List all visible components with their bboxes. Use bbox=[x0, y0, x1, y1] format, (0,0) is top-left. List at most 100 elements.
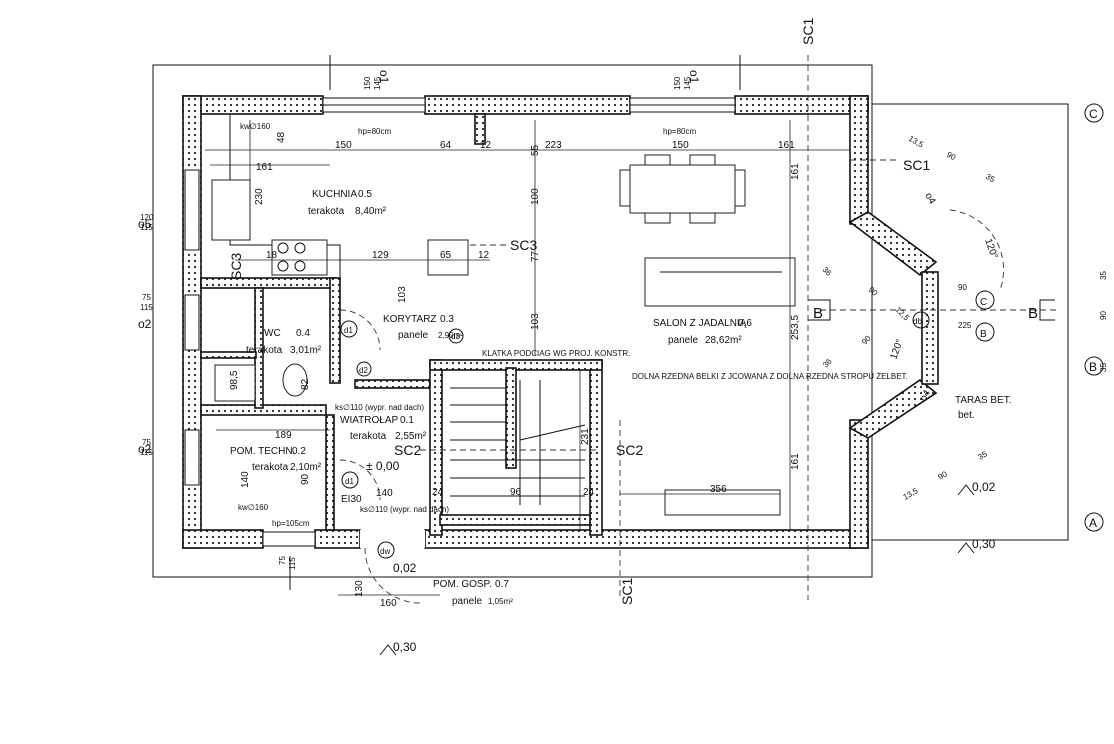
window-hp-b: hp=80cm bbox=[663, 127, 696, 136]
dim-90e: 90 bbox=[867, 285, 880, 298]
note-kw-bottom: kw∅160 bbox=[238, 503, 269, 512]
room-pomtech-finish: terakota bbox=[252, 462, 289, 473]
section-sc2-right: SC2 bbox=[616, 442, 643, 458]
room-kuchnia-area: 8,40m² bbox=[355, 206, 387, 217]
terrace-outline bbox=[872, 103, 1069, 541]
dim-130: 130 bbox=[354, 580, 365, 597]
axis-c-marker bbox=[1084, 103, 1104, 123]
dim-77: 77 bbox=[530, 250, 541, 262]
door-swing-terrace bbox=[949, 209, 1004, 291]
dim-150d: 150 bbox=[673, 76, 682, 90]
section-sc1-right: SC1 bbox=[903, 157, 930, 173]
dim-90a: 90 bbox=[300, 473, 311, 485]
roof-outline bbox=[152, 64, 873, 578]
room-wc-area: 3,01m² bbox=[290, 345, 322, 356]
room-wiatrolap-name: WIATROŁAP bbox=[340, 415, 398, 426]
section-sc3: SC3 bbox=[510, 237, 537, 253]
dim-115d: 115 bbox=[288, 557, 297, 570]
room-wiatrolap-num: 0.1 bbox=[400, 415, 414, 426]
room-pomgosp-area: 1,05m² bbox=[488, 597, 513, 606]
room-wc-name: WC bbox=[264, 328, 281, 339]
chimney bbox=[427, 239, 469, 276]
interior-walls bbox=[200, 113, 603, 536]
section-sc1-bottom: SC1 bbox=[619, 578, 635, 605]
dim-96: 96 bbox=[510, 487, 522, 498]
dim-125: 12,5 bbox=[894, 305, 912, 323]
window-left-o5 bbox=[184, 169, 200, 251]
room-pomgosp-num: 0.7 bbox=[495, 579, 509, 590]
dim-150b: 150 bbox=[672, 140, 689, 151]
axis-b-inner: B bbox=[980, 329, 987, 340]
dim-35c: 35 bbox=[1099, 271, 1108, 280]
room-wc-num: 0.4 bbox=[296, 328, 310, 339]
dim-75a: 75 bbox=[142, 293, 151, 302]
note-stair: KLATKA PODCIAG WG PROJ. KONSTR. bbox=[482, 349, 630, 358]
note-ks2: ks∅110 (wypr. nad dach) bbox=[360, 505, 449, 514]
door-dw-label: dw bbox=[380, 547, 390, 556]
room-wiatrolap-area: 2,55m² bbox=[395, 431, 427, 442]
window-o1-label-b: o1 bbox=[687, 70, 701, 84]
dim-145a: 145 bbox=[373, 76, 382, 90]
dining-table bbox=[629, 164, 736, 214]
section-sc2-left: SC2 bbox=[394, 442, 421, 458]
dim-103a: 103 bbox=[397, 286, 408, 303]
dimension-lines bbox=[205, 120, 850, 596]
dim-356: 356 bbox=[710, 484, 727, 495]
dim-75b: 75 bbox=[142, 438, 151, 447]
room-korytarz-area: 2,90m² bbox=[438, 331, 463, 340]
note-ks1: ks∅110 (wypr. nad dach) bbox=[335, 403, 424, 412]
note-beam: DOLNA RZEDNA BELKI Z JCOWANA Z DOLNA RZE… bbox=[632, 372, 908, 381]
window-bottom bbox=[262, 531, 316, 547]
room-korytarz-num: 0.3 bbox=[440, 314, 454, 325]
dim-225: 225 bbox=[958, 321, 972, 330]
dim-129: 129 bbox=[372, 250, 389, 261]
room-kuchnia-num: 0.5 bbox=[358, 189, 372, 200]
level-terrace-ground: 0,30 bbox=[972, 537, 996, 551]
dim-115c: 115 bbox=[140, 448, 153, 457]
section-b-left: B bbox=[813, 305, 823, 322]
dim-24b: 24 bbox=[583, 487, 595, 498]
dim-145b: 145 bbox=[683, 76, 692, 90]
door-d1b-label: d1 bbox=[345, 477, 354, 486]
axis-b-marker bbox=[1084, 356, 1104, 376]
kitchen-stove bbox=[271, 239, 328, 276]
axis-a-marker bbox=[1084, 512, 1104, 532]
level-zero: ± 0,00 bbox=[366, 459, 400, 473]
room-wiatrolap-finish: terakota bbox=[350, 431, 387, 442]
dim-18: 18 bbox=[266, 250, 278, 261]
dim-103b: 103 bbox=[530, 313, 541, 330]
dim-140a: 140 bbox=[240, 471, 251, 488]
level-terrace: 0,02 bbox=[972, 480, 996, 494]
note-ei: EI30 bbox=[341, 494, 362, 505]
window-left-o2a bbox=[184, 294, 200, 351]
dim-55: 55 bbox=[530, 144, 541, 156]
window-hp-c: hp=105cm bbox=[272, 519, 310, 528]
dim-13b: 13,5 bbox=[902, 486, 920, 502]
room-salon-num: 0.6 bbox=[738, 318, 752, 329]
window-o1-label-a: o1 bbox=[377, 70, 391, 84]
section-sc1-top: SC1 bbox=[800, 18, 816, 45]
room-salon-name: SALON Z JADALNIĄ bbox=[653, 318, 747, 329]
dim-36a: 36 bbox=[821, 265, 834, 278]
toilet bbox=[282, 363, 308, 397]
room-kuchnia-name: KUCHNIA bbox=[312, 189, 357, 200]
dim-230: 230 bbox=[254, 188, 265, 205]
dim-35a: 35 bbox=[984, 172, 997, 185]
dim-65: 65 bbox=[440, 250, 452, 261]
sofa bbox=[644, 257, 796, 307]
dim-189: 189 bbox=[275, 430, 292, 441]
dim-35d: 35 bbox=[1099, 363, 1108, 372]
dim-12b: 12 bbox=[478, 250, 490, 261]
dim-160: 160 bbox=[380, 598, 397, 609]
window-hp-a: hp=80cm bbox=[358, 127, 391, 136]
dim-100: 100 bbox=[530, 188, 541, 205]
room-korytarz-name: KORYTARZ bbox=[383, 314, 437, 325]
dim-140b: 140 bbox=[376, 488, 393, 499]
dim-90c: 90 bbox=[937, 469, 950, 482]
section-sc3-left: SC3 bbox=[228, 253, 244, 280]
room-taras-finish: bet. bbox=[958, 410, 975, 421]
door-d2-label: d2 bbox=[359, 366, 368, 375]
window-left-o2b bbox=[184, 429, 200, 486]
window-o2-label-a: o2 bbox=[138, 317, 152, 331]
